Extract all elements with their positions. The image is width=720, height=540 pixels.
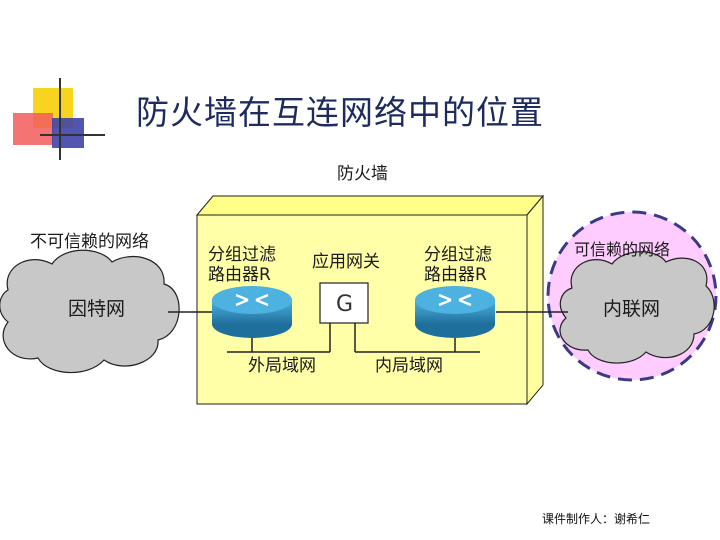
right-router-label-line1: 分组过滤 [424,245,492,265]
left-router-label-line2: 路由器R [208,265,271,285]
firewall-label: 防火墙 [337,164,388,184]
app-gateway-label: 应用网关 [312,252,380,272]
intranet-cloud [559,251,715,364]
title-decoration [13,78,105,160]
trusted-network-label: 可信赖的网络 [574,240,671,259]
connection-lines [168,311,568,353]
intranet-label: 内联网 [603,298,661,320]
left-router-label: 分组过滤 路由器R [208,245,276,285]
left-router-label-line1: 分组过滤 [208,245,276,265]
inner-lan-label: 内局域网 [375,356,443,376]
trusted-network-region [546,210,718,382]
app-gateway-box [319,282,369,324]
right-router-icon [415,286,495,338]
right-router-label: 分组过滤 路由器R [424,245,492,285]
gateway-letter: G [336,292,354,317]
internet-cloud [0,249,180,374]
page-title: 防火墙在互连网络中的位置 [136,93,544,132]
internet-label: 因特网 [68,298,126,320]
right-router-label-line2: 路由器R [424,265,487,285]
left-router-icon [212,286,292,338]
credit-text: 课件制作人：谢希仁 [542,512,651,526]
outer-lan-label: 外局域网 [248,356,316,376]
deco-blue-square [52,118,84,148]
untrusted-network-label: 不可信赖的网络 [30,232,149,252]
deco-red-square [13,113,53,145]
